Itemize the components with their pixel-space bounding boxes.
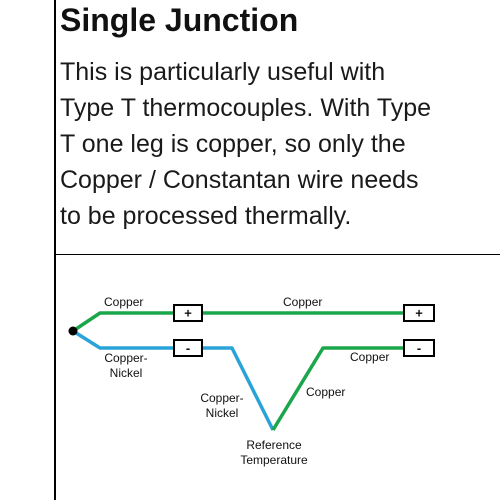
section-divider — [54, 254, 500, 255]
copper-wire-top — [72, 311, 174, 333]
terminal-positive-right: + — [403, 304, 435, 322]
svg-text:-: - — [417, 341, 421, 356]
label-reference-temperature: Temperature — [240, 453, 308, 467]
paragraph-line: This is particularly useful with — [60, 58, 386, 86]
terminal-negative-right: - — [403, 339, 435, 357]
label-copper-nickel-mid-2: Nickel — [206, 406, 239, 420]
label-reference: Reference — [246, 438, 302, 452]
junction-dot — [68, 326, 78, 336]
copper-nickel-wire-left — [72, 329, 174, 350]
left-border-line — [54, 0, 56, 500]
label-copper-diagonal: Copper — [306, 385, 345, 399]
svg-text:+: + — [184, 306, 192, 321]
paragraph-line: Type T thermocouples. With Type — [60, 94, 432, 122]
label-copper-nickel-left-2: Nickel — [110, 366, 143, 380]
terminal-negative-left: - — [173, 339, 203, 357]
page-title: Single Junction — [60, 2, 299, 38]
copper-nickel-wire-down — [202, 346, 275, 431]
label-copper-nickel-mid: Copper- — [200, 391, 243, 405]
svg-text:-: - — [186, 341, 190, 356]
svg-text:+: + — [415, 306, 423, 321]
label-copper-top-left: Copper — [104, 295, 143, 309]
paragraph-line: to be processed thermally. — [60, 202, 352, 230]
description-paragraph: This is particularly useful with Type T … — [60, 54, 496, 234]
paragraph-line: Copper / Constantan wire needs — [60, 166, 419, 194]
label-copper-nickel-left: Copper- — [104, 351, 147, 365]
copper-wire-reference-up — [271, 346, 404, 431]
terminal-positive-left: + — [173, 304, 203, 322]
label-copper-top-right: Copper — [283, 295, 322, 309]
paragraph-line: T one leg is copper, so only the — [60, 130, 406, 158]
label-copper-lower-right: Copper — [350, 350, 389, 364]
